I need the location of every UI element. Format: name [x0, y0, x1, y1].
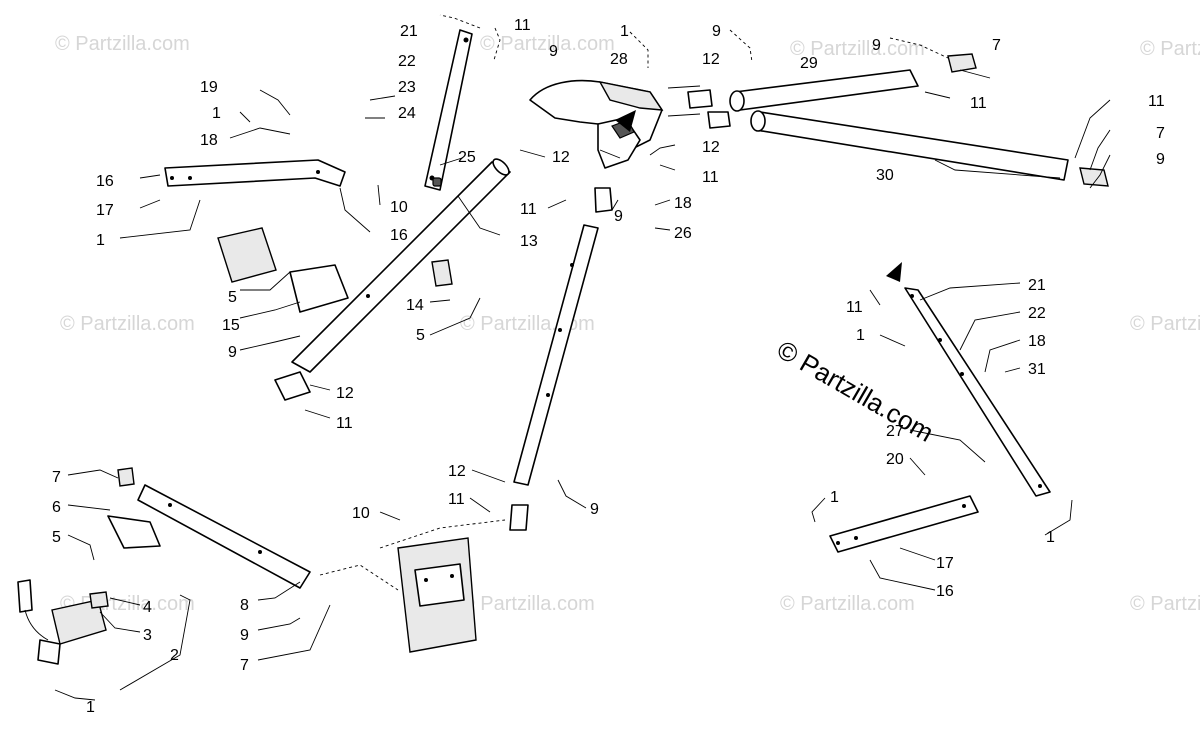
- watermark: © Partzilla.com: [790, 38, 925, 60]
- callout-label: 16: [96, 173, 114, 190]
- callout-label: 10: [390, 199, 408, 216]
- watermark: © Partzilla.com: [1140, 38, 1200, 60]
- right-upper-bar: [886, 262, 1051, 497]
- upper-support-bar: [424, 29, 473, 191]
- right-lower-bar: [829, 495, 979, 553]
- callout-label: 12: [702, 139, 720, 156]
- actuator-assembly: [17, 579, 109, 665]
- callout-label: 24: [398, 105, 416, 122]
- steering-housing: [529, 79, 664, 169]
- callout-label: 31: [1028, 361, 1046, 378]
- callout-label: 16: [936, 583, 954, 600]
- end-cap-upper: [947, 53, 977, 73]
- watermark: © Partzilla.com: [1130, 313, 1200, 335]
- callout-label: 15: [222, 317, 240, 334]
- callout-label: 13: [520, 233, 538, 250]
- callout-label: 12: [702, 51, 720, 68]
- callout-label: 14: [406, 297, 424, 314]
- callout-label: 9: [712, 23, 721, 40]
- watermark: © Partzilla.com: [480, 33, 615, 55]
- arrow-indicator: [886, 262, 902, 282]
- callout-label: 12: [448, 463, 466, 480]
- callout-label: 3: [143, 627, 152, 644]
- watermark: © Partzilla.com: [55, 33, 190, 55]
- callout-label: 9: [240, 627, 249, 644]
- callout-label: 1: [856, 327, 865, 344]
- callout-label: 1: [620, 23, 629, 40]
- callout-labels: 21 11 1 9 22 9 28 9 7 12 29 19 23 11 1 2…: [52, 17, 1165, 716]
- callout-label: 9: [549, 43, 558, 60]
- callout-label: 1: [212, 105, 221, 122]
- watermark: © Partzilla.com: [460, 593, 595, 615]
- callout-label: 11: [846, 299, 863, 316]
- callout-label: 8: [240, 597, 249, 614]
- callout-label: 5: [228, 289, 237, 306]
- callout-label: 7: [1156, 125, 1165, 142]
- callout-label: 1: [830, 489, 839, 506]
- callout-label: 25: [458, 149, 476, 166]
- callout-label: 29: [800, 55, 818, 72]
- callout-label: 9: [872, 37, 881, 54]
- callout-label: 22: [1028, 305, 1046, 322]
- watermark: © Partzilla.com: [60, 313, 195, 335]
- callout-label: 1: [86, 699, 95, 716]
- callout-label: 12: [336, 385, 354, 402]
- callout-label: 16: [390, 227, 408, 244]
- watermark: © Partzilla.com: [1130, 593, 1200, 615]
- steering-shaft: [509, 187, 613, 531]
- arrow-indicator: [615, 110, 636, 132]
- callout-label: 11: [520, 201, 537, 218]
- callout-label: 9: [1156, 151, 1165, 168]
- callout-label: 21: [400, 23, 418, 40]
- lower-cross-bar: [117, 467, 311, 589]
- upper-right-bar: [687, 69, 919, 112]
- callout-label: 7: [240, 657, 249, 674]
- callout-label: 9: [590, 501, 599, 518]
- mount-block: [217, 227, 453, 313]
- callout-label: 6: [52, 499, 61, 516]
- callout-label: 26: [674, 225, 692, 242]
- callout-label: 22: [398, 53, 416, 70]
- callout-label: 18: [200, 132, 218, 149]
- callout-label: 1: [96, 232, 105, 249]
- watermark: © Partzilla.com: [780, 593, 915, 615]
- callout-label: 12: [552, 149, 570, 166]
- callout-label: 11: [970, 95, 987, 112]
- callout-label: 18: [1028, 333, 1046, 350]
- callout-label: 20: [886, 451, 904, 468]
- callout-label: 7: [52, 469, 61, 486]
- callout-label: 4: [143, 599, 152, 616]
- callout-label: 19: [200, 79, 218, 96]
- callout-label: 10: [352, 505, 370, 522]
- callout-label: 2: [170, 647, 179, 664]
- callout-label: 21: [1028, 277, 1046, 294]
- callout-label: 11: [336, 415, 353, 432]
- leader-lines: [54, 14, 1111, 701]
- callout-label: 5: [416, 327, 425, 344]
- callout-label: 9: [614, 208, 623, 225]
- parts-layer: [17, 29, 1109, 665]
- main-tube: [274, 158, 511, 401]
- callout-label: 11: [702, 169, 719, 186]
- callout-label: 11: [448, 491, 465, 508]
- left-upper-bar: [164, 159, 346, 187]
- callout-label: 11: [514, 17, 531, 34]
- callout-label: 28: [610, 51, 628, 68]
- callout-label: 9: [228, 344, 237, 361]
- callout-label: 11: [1148, 93, 1165, 110]
- mounting-plate: [397, 537, 477, 653]
- callout-label: 27: [886, 423, 904, 440]
- callout-label: 30: [876, 167, 894, 184]
- callout-label: 17: [936, 555, 954, 572]
- callout-label: 1: [1046, 529, 1055, 546]
- callout-label: 7: [992, 37, 1001, 54]
- callout-label: 18: [674, 195, 692, 212]
- bracket: [107, 515, 161, 549]
- callout-label: 5: [52, 529, 61, 546]
- callout-label: 23: [398, 79, 416, 96]
- callout-label: 17: [96, 202, 114, 219]
- long-right-bar: [707, 110, 1069, 181]
